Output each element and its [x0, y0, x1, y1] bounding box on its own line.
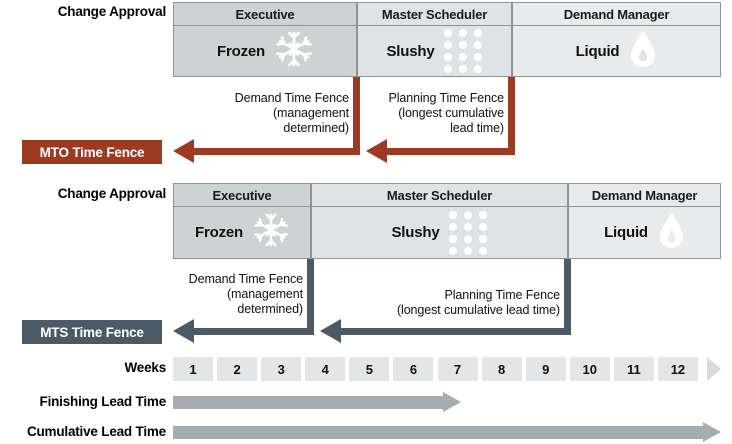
mto-state-cell-liquid: Liquid — [512, 26, 721, 77]
mts-demand-fence-arrow-shaft — [193, 328, 312, 335]
mto-change-approval-label: Change Approval — [57, 4, 166, 19]
mts-demand-fence-note: Demand Time Fence (management determined… — [188, 272, 303, 316]
mts-state-cell-slushy: Slushy — [311, 207, 568, 259]
week-cell-4: 4 — [305, 357, 346, 381]
cumulative-lead-time-label: Cumulative Lead Time — [26, 424, 166, 439]
mto-planning-fence-arrowhead — [366, 139, 387, 163]
week-cell-10: 10 — [569, 357, 610, 381]
week-cell-12: 12 — [657, 357, 698, 381]
mto-role-header-master-scheduler: Master Scheduler — [357, 2, 512, 26]
mts-state-cell-liquid: Liquid — [568, 207, 721, 259]
week-cell-5: 5 — [349, 357, 390, 381]
mts-role-header-demand-manager: Demand Manager — [568, 183, 721, 207]
mto-planning-fence-line — [508, 77, 515, 155]
mto-demand-fence-line — [353, 77, 360, 155]
mto-role-header-executive: Executive — [173, 2, 357, 26]
mts-state-cell-frozen: Frozen — [173, 207, 311, 259]
mto-state-cell-frozen: Frozen — [173, 26, 357, 77]
mto-time-fence-tag: MTO Time Fence — [22, 140, 162, 164]
mts-state-label-frozen: Frozen — [195, 224, 243, 241]
mto-demand-fence-arrowhead — [173, 139, 194, 163]
mto-planning-fence-arrow-shaft — [386, 148, 513, 155]
mto-state-label-slushy: Slushy — [386, 42, 435, 60]
dot-grid-icon — [444, 29, 483, 73]
water-drop-icon — [658, 212, 685, 254]
mto-role-header-demand-manager: Demand Manager — [512, 2, 721, 26]
mto-state-label-frozen: Frozen — [217, 42, 265, 60]
mts-change-approval-label: Change Approval — [57, 186, 166, 201]
mts-planning-fence-line — [564, 259, 571, 335]
week-cell-6: 6 — [393, 357, 434, 381]
mts-demand-fence-arrowhead — [173, 319, 194, 343]
weeks-chevron-icon — [707, 357, 721, 381]
mts-state-label-slushy: Slushy — [391, 224, 440, 241]
mts-planning-fence-arrowhead — [320, 319, 341, 343]
mto-demand-fence-arrow-shaft — [193, 148, 358, 155]
mts-time-fence-tag: MTS Time Fence — [22, 320, 162, 344]
week-cell-1: 1 — [173, 357, 214, 381]
mts-role-header-master-scheduler: Master Scheduler — [311, 183, 568, 207]
finishing-lead-time-label: Finishing Lead Time — [39, 394, 167, 409]
water-drop-icon — [629, 30, 657, 73]
snowflake-icon — [253, 212, 289, 253]
mto-demand-fence-note: Demand Time Fence (management determined… — [234, 91, 349, 135]
mts-state-label-liquid: Liquid — [604, 224, 648, 241]
mts-planning-fence-arrow-shaft — [340, 328, 569, 335]
cumulative-lead-time-arrowhead — [703, 422, 721, 442]
cumulative-lead-time-bar — [173, 426, 703, 439]
mts-planning-fence-note: Planning Time Fence (longest cumulative … — [396, 288, 560, 317]
mts-role-header-executive: Executive — [173, 183, 311, 207]
mto-state-label-liquid: Liquid — [575, 42, 620, 60]
week-cell-2: 2 — [217, 357, 258, 381]
week-cell-7: 7 — [437, 357, 478, 381]
mto-state-cell-slushy: Slushy — [357, 26, 512, 77]
finishing-lead-time-bar — [173, 396, 443, 409]
week-cell-3: 3 — [261, 357, 302, 381]
finishing-lead-time-arrowhead — [443, 392, 461, 412]
dot-grid-icon — [449, 210, 488, 255]
week-cell-11: 11 — [613, 357, 654, 381]
week-cell-8: 8 — [481, 357, 522, 381]
snowflake-icon — [275, 30, 313, 73]
weeks-axis-label: Weeks — [124, 360, 166, 375]
mts-demand-fence-line — [307, 259, 314, 335]
mto-planning-fence-note: Planning Time Fence (longest cumulative … — [388, 91, 504, 135]
week-cell-9: 9 — [525, 357, 566, 381]
